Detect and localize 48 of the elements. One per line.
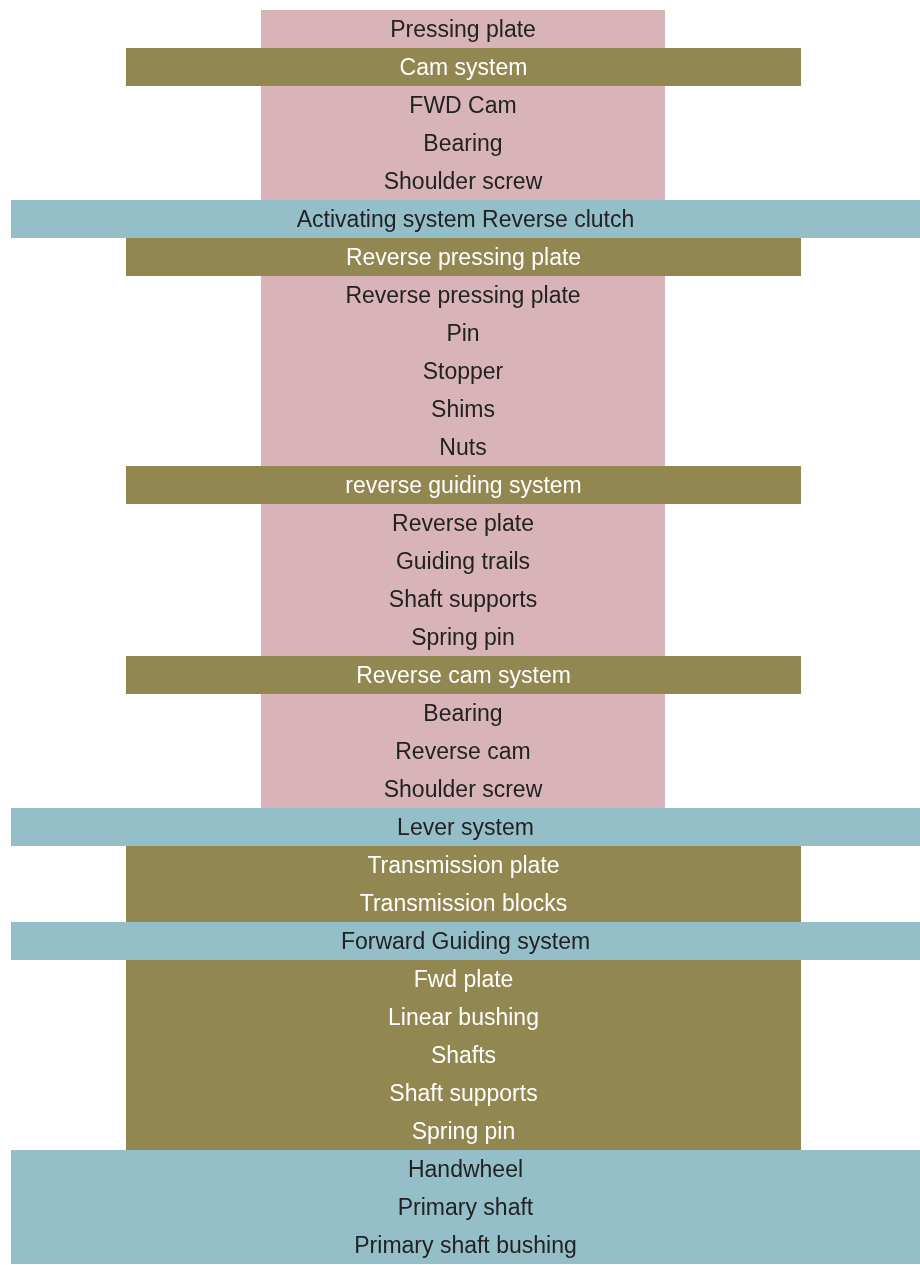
part-name: Transmission plate xyxy=(367,851,560,880)
system-band xyxy=(11,808,920,846)
component-band xyxy=(261,694,665,808)
part-name: Nuts xyxy=(439,433,487,462)
part-name: Pin xyxy=(446,319,480,348)
subsystem-band xyxy=(126,846,801,922)
part-name: Spring pin xyxy=(411,623,515,652)
subsystem-band xyxy=(126,466,801,504)
subsystem-band xyxy=(126,656,801,694)
system-band xyxy=(11,200,920,238)
part-name: Bearing xyxy=(423,699,503,728)
part-name: Fwd plate xyxy=(413,965,514,994)
part-name: Stopper xyxy=(422,357,504,386)
part-name: Shims xyxy=(431,395,495,424)
component-band xyxy=(261,10,665,48)
part-name: Reverse plate xyxy=(392,509,534,538)
part-name: Shaft supports xyxy=(388,585,538,614)
part-name: Transmission blocks xyxy=(359,889,568,918)
part-name: Reverse cam xyxy=(395,737,531,766)
system-band xyxy=(11,922,920,960)
part-name: Shaft supports xyxy=(389,1079,538,1108)
component-band xyxy=(261,276,665,466)
component-band xyxy=(261,86,665,200)
part-name: FWD Cam xyxy=(409,91,517,120)
part-name: reverse guiding system xyxy=(345,471,582,500)
part-name: Primary shaft bushing xyxy=(354,1231,577,1260)
part-name: Primary shaft xyxy=(397,1193,534,1222)
part-name: Handwheel xyxy=(407,1155,524,1184)
part-name: Guiding trails xyxy=(395,547,531,576)
part-name: Shoulder screw xyxy=(383,167,543,196)
part-name: Reverse cam system xyxy=(356,661,571,690)
subsystem-band xyxy=(126,960,801,1150)
part-name: Reverse pressing plate xyxy=(345,281,581,310)
subsystem-band xyxy=(126,238,801,276)
part-name: Pressing plate xyxy=(390,15,536,44)
part-name: Spring pin xyxy=(411,1117,516,1146)
part-name: Shoulder screw xyxy=(383,775,543,804)
subsystem-band xyxy=(126,48,801,86)
part-name: Lever system xyxy=(397,813,534,842)
part-name: Reverse pressing plate xyxy=(345,243,582,272)
part-name: Bearing xyxy=(423,129,503,158)
system-band xyxy=(11,1150,920,1264)
part-name: Activating system Reverse clutch xyxy=(296,205,635,234)
part-name: Cam system xyxy=(399,53,528,82)
part-name: Linear bushing xyxy=(388,1003,539,1032)
component-band xyxy=(261,504,665,656)
part-name: Forward Guiding system xyxy=(340,927,591,956)
part-name: Shafts xyxy=(430,1041,497,1070)
